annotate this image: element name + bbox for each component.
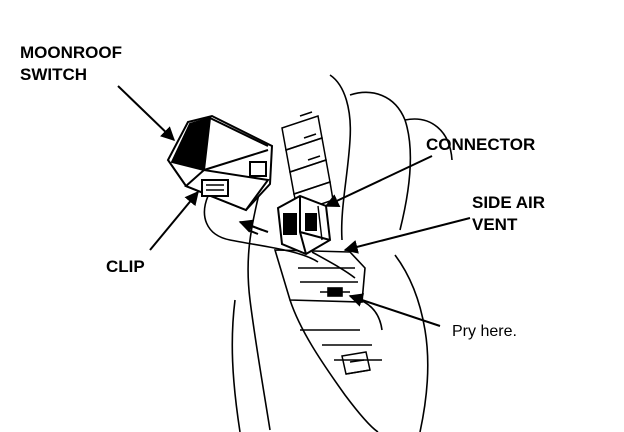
side-air-vent-label-line2: VENT xyxy=(472,215,518,234)
lower-vent-block xyxy=(341,351,371,375)
side-air-vent-leader xyxy=(343,217,471,254)
wiring-harness xyxy=(203,195,356,279)
moonroof-switch-label-line2: SWITCH xyxy=(20,65,87,84)
leader-lines xyxy=(117,85,471,327)
connector-leader xyxy=(324,155,433,207)
connector xyxy=(276,194,332,256)
side-air-vent xyxy=(273,249,383,331)
side-air-vent-label-line1: SIDE AIR xyxy=(472,193,545,212)
dashboard-outline xyxy=(231,74,453,432)
pry-here-leader xyxy=(348,293,441,327)
removal-direction-arrow xyxy=(238,219,269,235)
clip-label: CLIP xyxy=(106,257,145,276)
connector-label: CONNECTOR xyxy=(426,135,535,154)
moonroof-switch-label-line1: MOONROOF xyxy=(20,43,122,62)
moonroof-switch-leader xyxy=(117,85,176,141)
moonroof-switch xyxy=(166,114,274,212)
clip-leader xyxy=(149,190,199,251)
upper-vent-slats xyxy=(281,111,334,213)
pry-here-label: Pry here. xyxy=(452,323,517,340)
